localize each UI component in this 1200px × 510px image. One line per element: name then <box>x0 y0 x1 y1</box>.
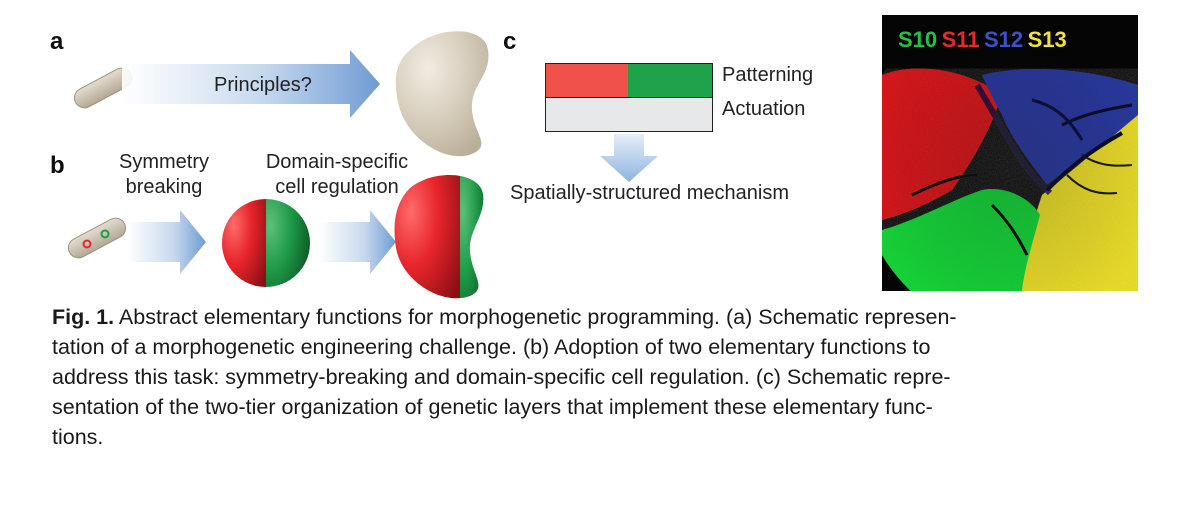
panel-a-graphic <box>73 31 489 157</box>
caption-line-1-text: Abstract elementary functions for morpho… <box>114 305 957 329</box>
caption-line-4: sentation of the two-tier organization o… <box>52 395 933 419</box>
green-dot <box>100 229 110 239</box>
caption-line-5: tions. <box>52 425 104 449</box>
panel-b-graphic <box>67 175 484 299</box>
step1-label: Symmetry breaking <box>112 150 216 200</box>
label-s12: S12 <box>984 27 1024 52</box>
label-s10: S10 <box>898 27 938 52</box>
arrow-step2 <box>318 210 396 274</box>
label-s13: S13 <box>1027 27 1067 52</box>
rod-cell-b <box>67 217 127 259</box>
patterning-red-block <box>545 63 629 98</box>
bean-target-shape <box>395 31 489 157</box>
step2-line1: Domain-specific <box>265 151 409 173</box>
red-dot <box>82 239 92 249</box>
arrow-text-principles: Principles? <box>214 74 312 96</box>
result-label: Spatially-structured mechanism <box>510 182 789 204</box>
label-s11: S11 <box>941 27 980 52</box>
caption-line-2: tation of a morphogenetic engineering ch… <box>52 335 931 359</box>
split-bean <box>394 175 484 299</box>
colony-micrograph: S10 S11 S12 S13 <box>882 15 1138 291</box>
split-sphere <box>222 199 310 287</box>
micrograph-labels: S10 S11 S12 S13 <box>898 27 1067 53</box>
patterning-green-block <box>628 63 713 98</box>
panel-label-b: b <box>50 152 65 179</box>
figure-caption: Fig. 1. Abstract elementary functions fo… <box>52 302 1162 452</box>
caption-line-1: Fig. 1. Abstract elementary functions fo… <box>52 302 1162 332</box>
layer-label-actuation: Actuation <box>722 98 806 120</box>
step1-line1: Symmetry <box>119 151 209 173</box>
step1-line2: breaking <box>125 176 203 198</box>
arrow-down <box>600 134 658 182</box>
caption-lead: Fig. 1. <box>52 305 115 329</box>
actuation-block <box>545 97 713 132</box>
panel-label-a: a <box>50 28 64 55</box>
panel-label-c: c <box>503 28 517 55</box>
arrow-principles <box>122 50 380 118</box>
step2-line2: cell regulation <box>275 176 399 198</box>
caption-line-3: address this task: symmetry-breaking and… <box>52 365 951 389</box>
colony-image <box>882 15 1138 291</box>
step2-label: Domain-specific cell regulation <box>254 150 420 200</box>
arrow-step1 <box>126 210 206 274</box>
layer-label-patterning: Patterning <box>722 64 814 86</box>
